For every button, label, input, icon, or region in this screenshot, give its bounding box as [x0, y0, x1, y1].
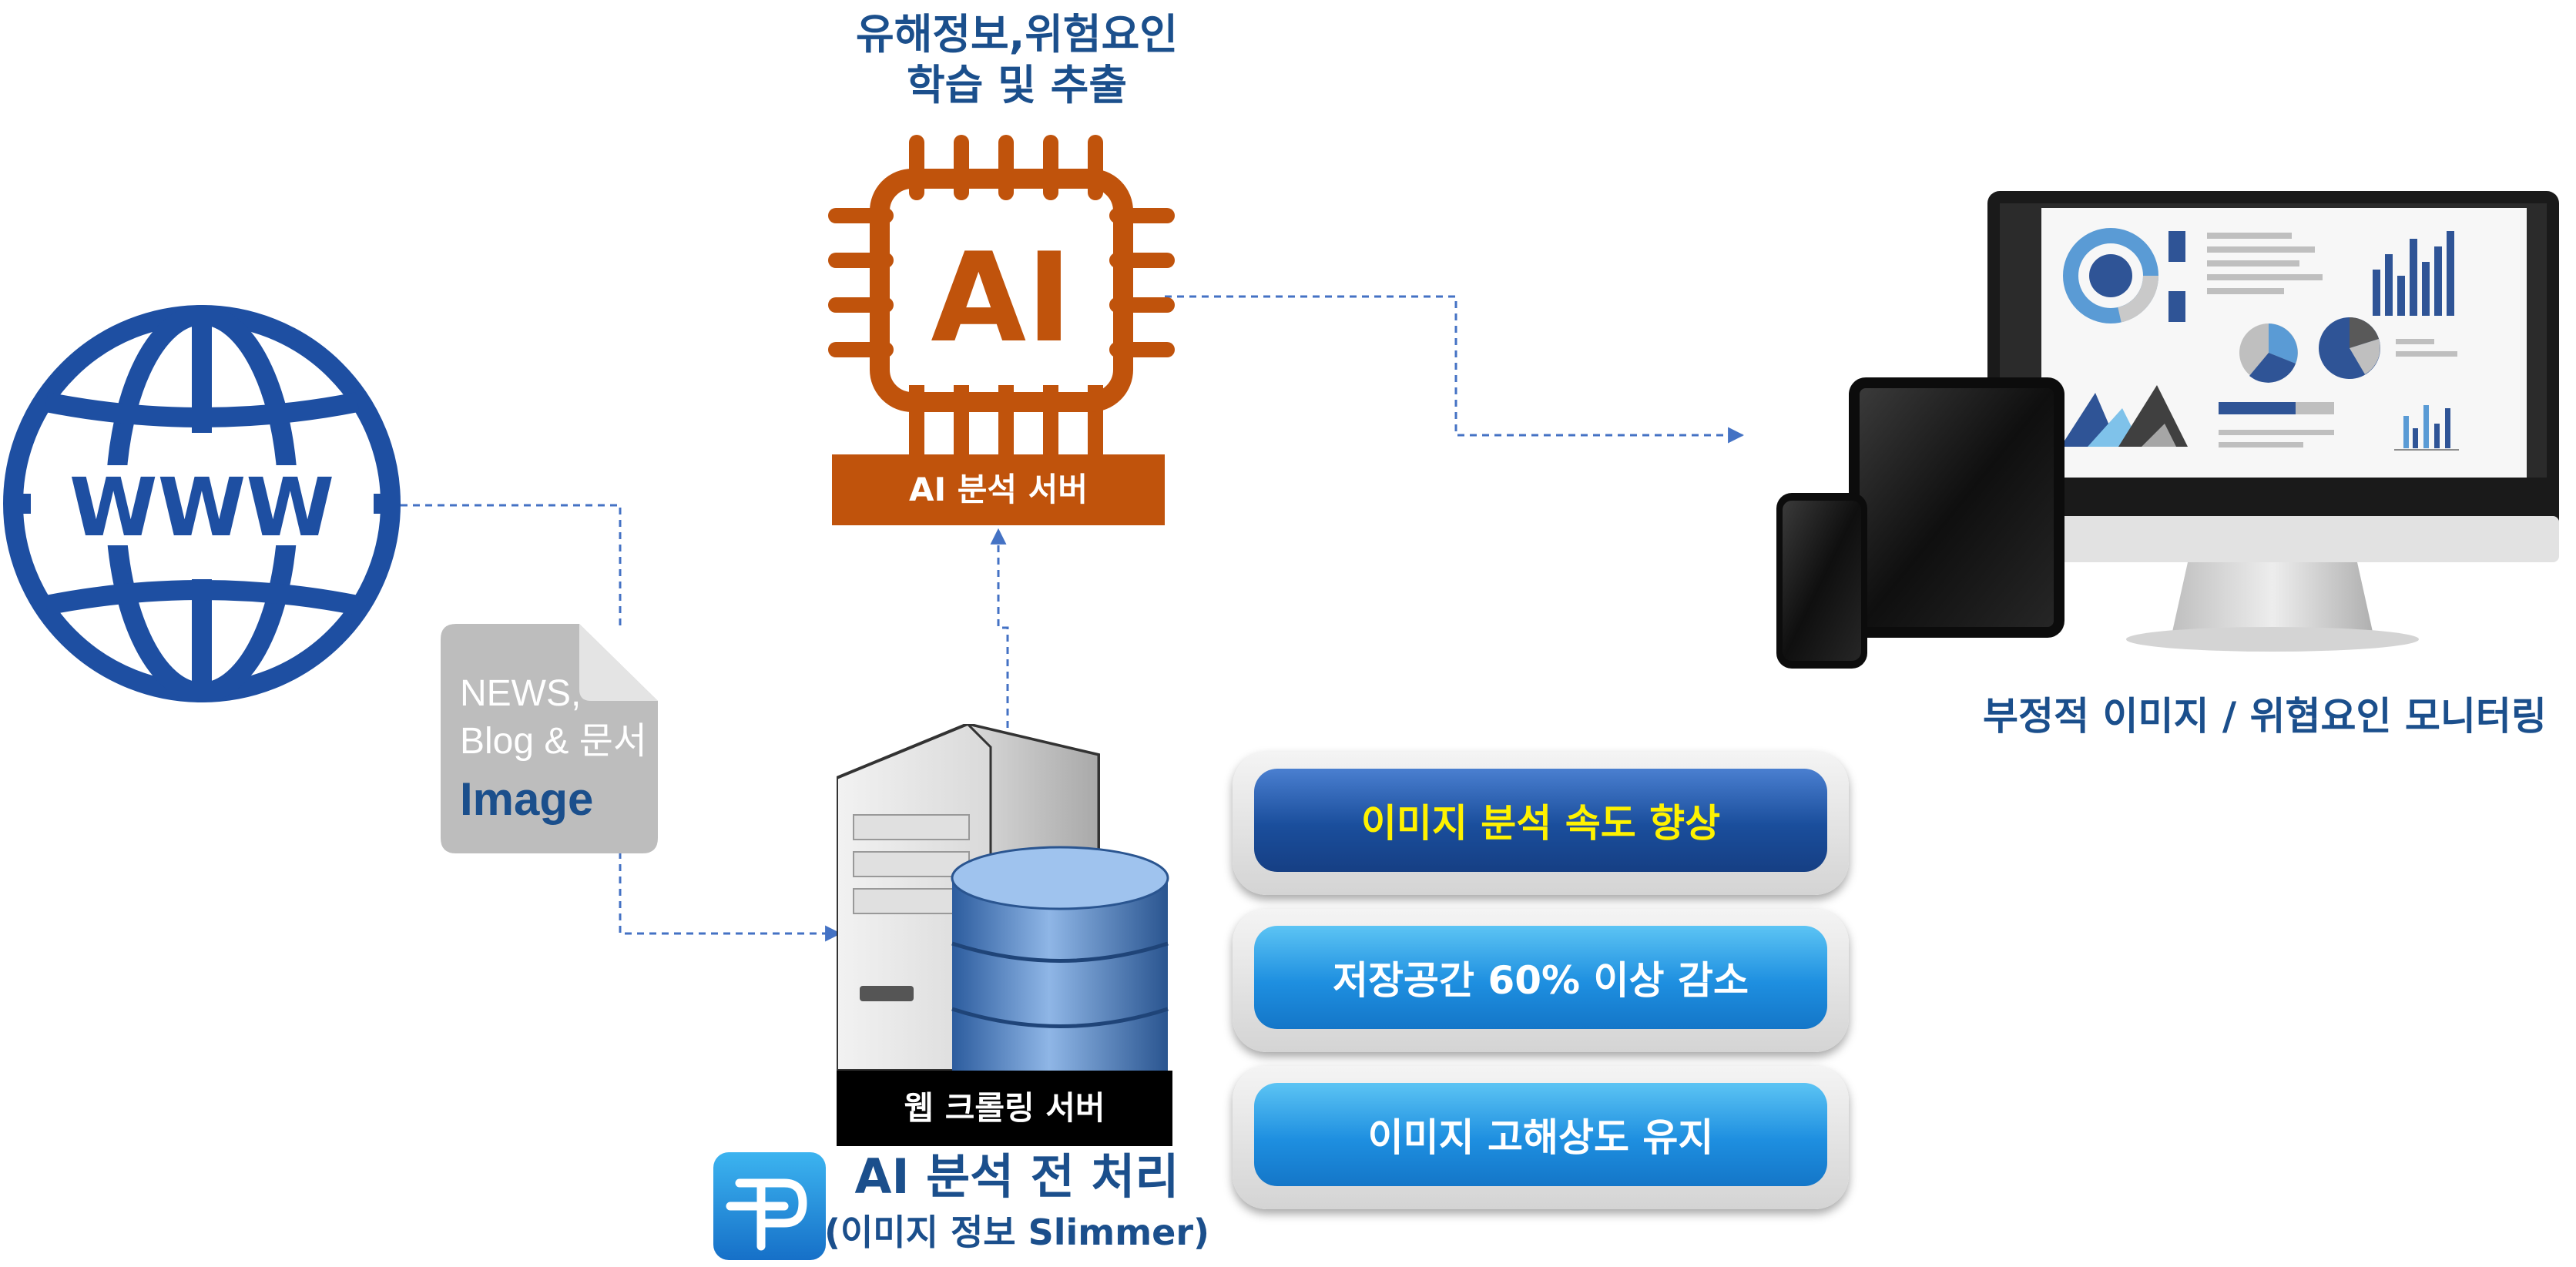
server-icon — [837, 724, 1169, 1071]
benefit-label: 저장공간 60% 이상 감소 — [1254, 926, 1827, 1029]
ai-title-line2: 학습 및 추출 — [907, 61, 1127, 109]
preprocess-title: AI 분석 전 처리 — [854, 1148, 1179, 1205]
benefit-label: 이미지 고해상도 유지 — [1254, 1083, 1827, 1186]
globe-icon: WWW — [3, 305, 401, 702]
ai-chip-icon: AI — [828, 135, 1175, 454]
connector-ai-to-monitor — [1165, 295, 1745, 444]
connector-web-to-doc — [401, 504, 622, 625]
monitoring-label: 부정적 이미지 / 위협요인 모니터링 — [1983, 694, 2547, 739]
benefit-resolution: 이미지 고해상도 유지 — [1233, 1066, 1849, 1209]
globe-text: WWW — [69, 461, 334, 555]
doc-line3: Image — [460, 773, 594, 825]
database-icon — [951, 846, 1169, 1071]
connector-crawler-to-ai — [990, 528, 1009, 728]
document-icon — [441, 624, 658, 853]
devices-icon — [1776, 191, 2559, 669]
crawler-caption: 웹 크롤링 서버 — [837, 1071, 1172, 1146]
doc-line2: Blog & 문서 — [460, 721, 648, 762]
connector-doc-to-crawler — [619, 852, 842, 942]
ai-server-caption: AI 분석 서버 — [832, 454, 1165, 525]
ai-title-line1: 유해정보,위험요인 — [856, 10, 1178, 59]
logo-icon — [713, 1152, 826, 1260]
dashboard-screen — [2041, 208, 2527, 478]
ai-server-title: 유해정보,위험요인 학습 및 추출 — [770, 9, 1263, 111]
benefit-storage: 저장공간 60% 이상 감소 — [1233, 909, 1849, 1052]
preprocess-subtitle: (이미지 정보 Slimmer) — [823, 1212, 1210, 1253]
ai-chip-text: AI — [931, 226, 1072, 370]
doc-line1: NEWS, — [460, 673, 582, 714]
benefit-speed: 이미지 분석 속도 향상 — [1233, 752, 1849, 895]
benefit-label: 이미지 분석 속도 향상 — [1254, 769, 1827, 872]
